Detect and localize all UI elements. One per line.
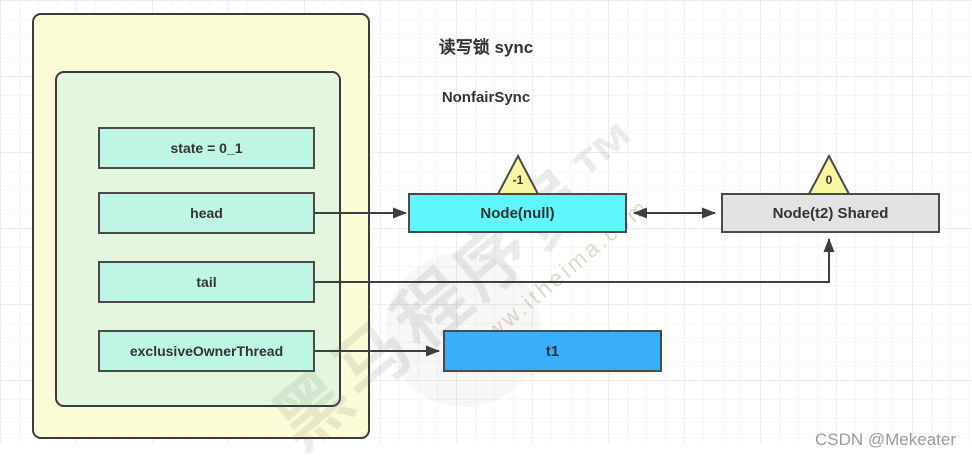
field-tail-label: tail xyxy=(196,274,217,290)
wait-status-value: 0 xyxy=(825,173,833,187)
triangle-icon xyxy=(807,153,851,195)
node-t2-label: Node(t2) Shared xyxy=(772,204,889,222)
field-state: state = 0_1 xyxy=(98,127,315,169)
node-t2-box: Node(t2) Shared xyxy=(721,193,940,233)
node-null-label: Node(null) xyxy=(480,204,555,222)
node-null-box: Node(null) xyxy=(408,193,627,233)
outer-group-title: 读写锁 sync xyxy=(438,38,534,57)
thread-t1-box: t1 xyxy=(443,330,662,372)
field-tail: tail xyxy=(98,261,315,303)
field-state-label: state = 0_1 xyxy=(170,140,243,156)
wait-status-value: -1 xyxy=(512,173,524,187)
wait-status-triangle-node-null: -1 xyxy=(495,153,541,197)
csdn-watermark: CSDN @Mekeater xyxy=(814,430,956,449)
field-exclusive-owner-thread: exclusiveOwnerThread xyxy=(98,330,315,372)
field-head-label: head xyxy=(190,205,223,221)
inner-group-title: NonfairSync xyxy=(441,89,531,106)
field-exclusive-owner-thread-label: exclusiveOwnerThread xyxy=(129,343,284,359)
wait-status-triangle-node-t2: 0 xyxy=(806,153,852,197)
triangle-icon xyxy=(496,153,540,195)
field-head: head xyxy=(98,192,315,234)
thread-t1-label: t1 xyxy=(545,342,560,360)
